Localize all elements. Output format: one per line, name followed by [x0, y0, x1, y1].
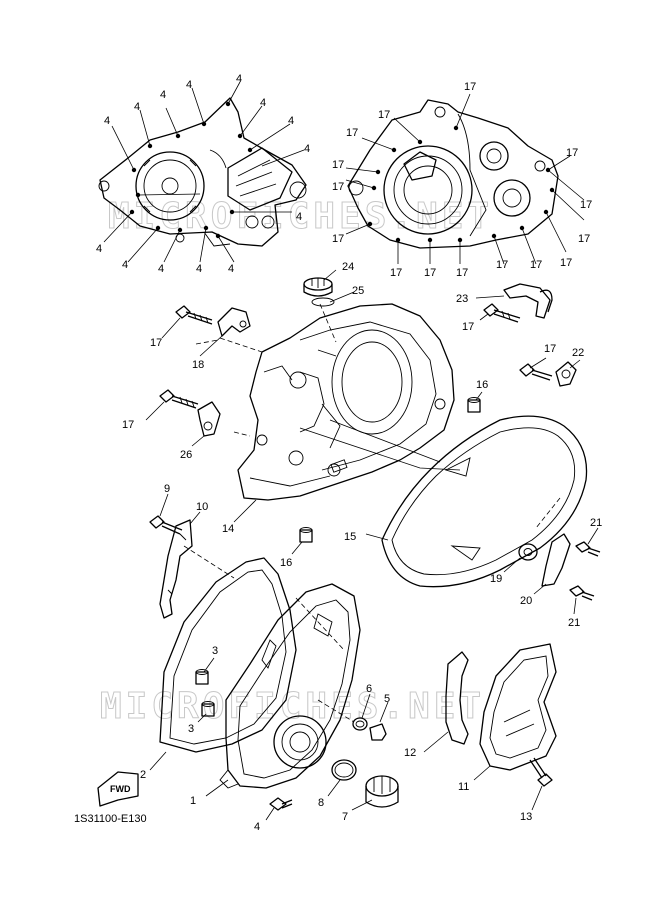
callout-15: 15 [344, 531, 356, 543]
bolt-and-bracket-18: 17 18 [150, 305, 251, 371]
callout-4: 4 [186, 79, 192, 91]
plate-20: 20 [520, 533, 571, 607]
callout-24: 24 [342, 261, 354, 273]
callout-18: 18 [192, 359, 204, 371]
dowel-pin-16-upper: 16 [467, 379, 488, 413]
callout-17: 17 [332, 181, 344, 193]
watermark-bottom: MICROFICHES.NET [100, 686, 485, 727]
dowel-pins-3: 3 3 [188, 645, 218, 735]
callout-17: 17 [462, 321, 474, 333]
callout-16: 16 [476, 379, 488, 391]
callout-17: 17 [496, 259, 508, 271]
fwd-label: FWD [110, 784, 131, 794]
callout-5: 5 [384, 693, 390, 705]
crankcase-cover [195, 303, 461, 501]
callout-1: 1 [190, 795, 196, 807]
callout-7: 7 [342, 811, 348, 823]
oring-8-cap-7: 8 7 [318, 759, 399, 823]
callout-20: 20 [520, 595, 532, 607]
callout-4: 4 [122, 259, 128, 271]
callout-11: 11 [458, 781, 469, 793]
bolts-21: 21 21 [568, 517, 602, 629]
callout-4: 4 [260, 97, 266, 109]
watermark-top: MICROFICHES.NET [108, 196, 493, 237]
callout-4: 4 [104, 115, 110, 127]
callout-17: 17 [122, 419, 134, 431]
crankcase-right-view: 17 17 17 17 17 17 17 17 17 17 17 17 17 1… [332, 81, 592, 279]
callout-25: 25 [352, 285, 364, 297]
callout-17: 17 [560, 257, 572, 269]
callout-4: 4 [228, 263, 234, 275]
dowel-pin-16-lower: 16 [280, 527, 313, 569]
callout-2: 2 [140, 769, 146, 781]
gasket-2: 2 [140, 545, 345, 781]
bolt-13: 13 [520, 757, 553, 823]
callout-26: 26 [180, 449, 192, 461]
callout-4: 4 [236, 73, 242, 85]
cover-12: 12 [404, 651, 469, 759]
clamp-23: 23 17 [456, 283, 553, 333]
callout-9: 9 [164, 483, 170, 495]
label-14: 14 [222, 499, 257, 535]
crankcase-cover-1: 1 [190, 583, 361, 807]
callout-17: 17 [150, 337, 162, 349]
callout-4: 4 [158, 263, 164, 275]
callout-17: 17 [580, 199, 592, 211]
callout-14: 14 [222, 523, 234, 535]
callout-3: 3 [212, 645, 218, 657]
callout-22: 22 [572, 347, 584, 359]
callout-8: 8 [318, 797, 324, 809]
callout-17: 17 [464, 81, 476, 93]
callout-23: 23 [456, 293, 468, 305]
callout-17: 17 [578, 233, 590, 245]
callout-17: 17 [530, 259, 542, 271]
callout-4: 4 [134, 101, 140, 113]
diagram-code: 1S31100-E130 [74, 813, 147, 825]
callout-21: 21 [568, 617, 580, 629]
gasket-15: 15 [344, 415, 588, 588]
callout-4: 4 [160, 89, 166, 101]
clip-22: 17 22 [519, 343, 584, 387]
plug-5-oring-6: 6 5 [317, 683, 390, 741]
callout-10: 10 [196, 501, 208, 513]
callout-17: 17 [456, 267, 468, 279]
callout-21: 21 [590, 517, 602, 529]
callout-17: 17 [378, 109, 390, 121]
callout-4: 4 [196, 263, 202, 275]
callout-6: 6 [366, 683, 372, 695]
sprocket-cover-11: 11 [458, 643, 557, 793]
bolt-9-bracket-10: 9 10 [149, 483, 208, 619]
callout-4: 4 [288, 115, 294, 127]
callout-17: 17 [332, 159, 344, 171]
bolt-4-bottom: 4 [254, 797, 293, 833]
callout-16: 16 [280, 557, 292, 569]
callout-4: 4 [304, 143, 310, 155]
callout-17: 17 [390, 267, 402, 279]
callout-13: 13 [520, 811, 532, 823]
callout-4: 4 [296, 211, 302, 223]
callout-19: 19 [490, 573, 502, 585]
callout-17: 17 [424, 267, 436, 279]
callout-17: 17 [346, 127, 358, 139]
callout-17: 17 [566, 147, 578, 159]
callout-4: 4 [254, 821, 260, 833]
callout-17: 17 [544, 343, 556, 355]
fwd-arrow-icon: FWD [97, 771, 139, 807]
callout-17: 17 [332, 233, 344, 245]
callout-4: 4 [96, 243, 102, 255]
crankcase-left-view: 4 4 4 4 4 4 4 4 4 4 4 4 4 4 [96, 73, 310, 275]
callout-12: 12 [404, 747, 416, 759]
bolt-and-clip-26: 17 26 [122, 389, 221, 461]
callout-3: 3 [188, 723, 194, 735]
oil-seal-19: 19 [490, 543, 538, 585]
oil-filler-plug: 24 25 [303, 261, 364, 343]
